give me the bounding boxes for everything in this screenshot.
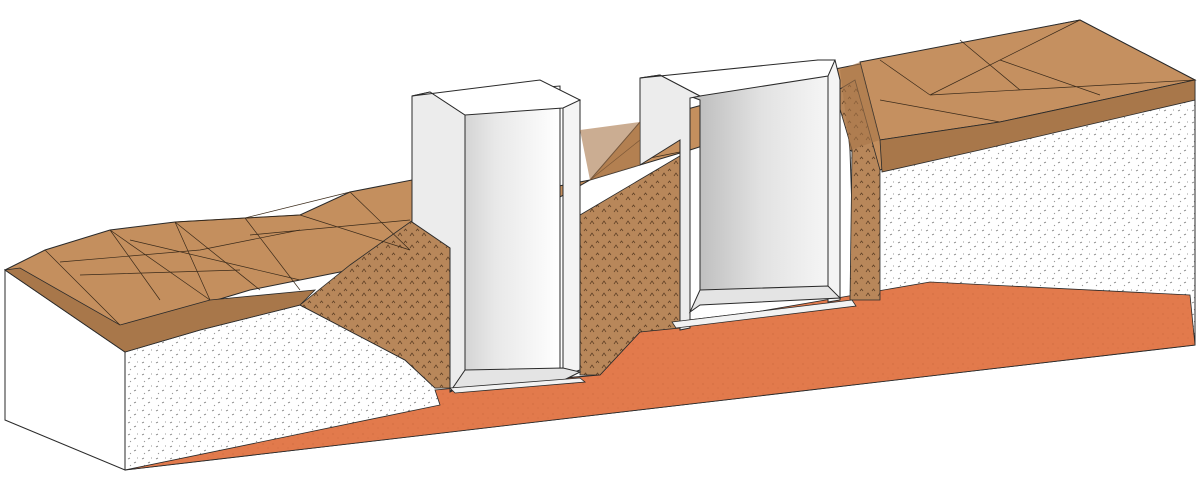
right-u-channel xyxy=(639,59,857,331)
right-channel-floor xyxy=(688,285,842,314)
right-channel-base-slab xyxy=(671,299,857,329)
topsoil-front-strip xyxy=(3,267,317,353)
ground-shadow-right xyxy=(840,62,880,150)
left-u-channel xyxy=(411,79,587,394)
left-channel-top-rim xyxy=(411,79,582,116)
left-channel-base-slab xyxy=(449,377,587,394)
ground-shadow-left xyxy=(580,122,640,180)
right-channel-top-rim xyxy=(639,59,836,97)
